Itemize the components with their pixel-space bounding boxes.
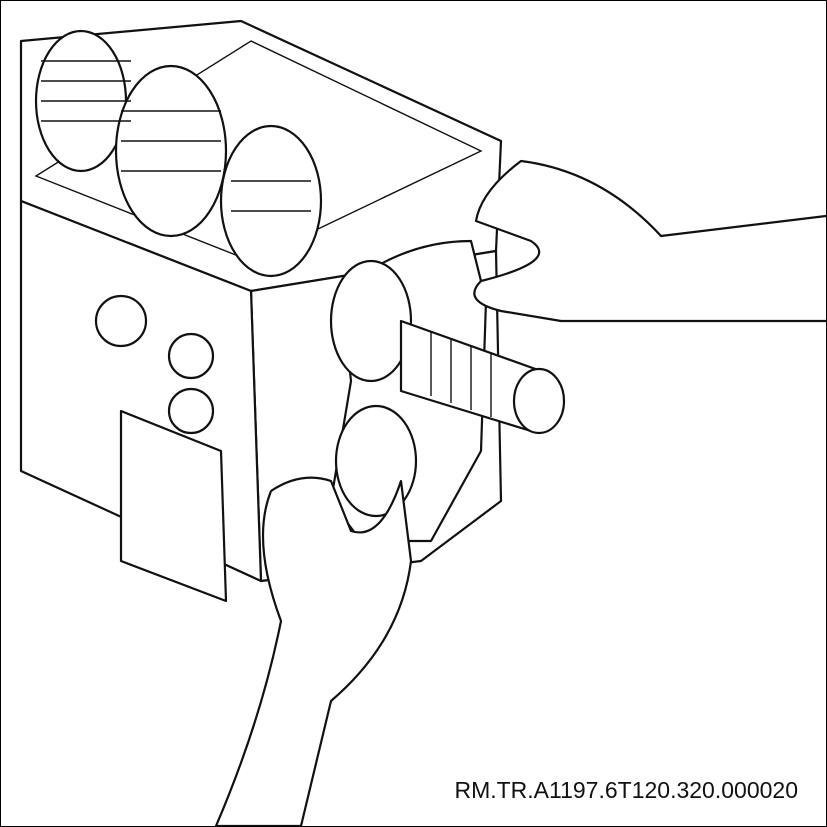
reference-code: RM.TR.A1197.6T120.320.000020 bbox=[454, 777, 798, 803]
right-hand bbox=[473, 159, 826, 323]
left-hand bbox=[214, 476, 413, 826]
gear-stack bbox=[34, 29, 323, 278]
side-cover bbox=[94, 294, 228, 603]
output-shaft bbox=[399, 319, 566, 435]
